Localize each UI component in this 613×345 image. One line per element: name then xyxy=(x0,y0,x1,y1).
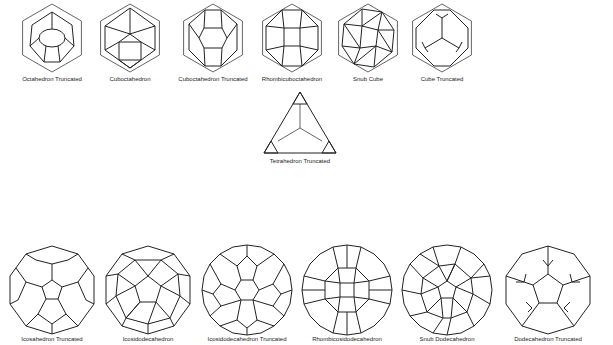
solid-name: Tetrahedron Truncated xyxy=(270,158,330,165)
solid-name: Icosahedron Truncated xyxy=(21,336,82,343)
solid-name: Snub Cube xyxy=(353,76,383,83)
solid-name: Snub Dodecahedron xyxy=(419,336,474,343)
rhombicuboctahedron-figure xyxy=(263,4,322,72)
solid-name: Cuboctahedron Truncated xyxy=(178,76,247,83)
cuboctahedron-figure xyxy=(101,4,160,72)
solid-name: Icosidodecahedron xyxy=(123,336,174,343)
truncated-cube-figure xyxy=(413,4,472,72)
icosidodecahedron-figure xyxy=(106,246,190,334)
rhombicosidodecahedron-figure xyxy=(302,245,392,335)
truncated-octahedron-figure xyxy=(23,4,82,72)
solid-name: Rhombicuboctahedron xyxy=(262,76,322,83)
truncated-dodecahedron-figure xyxy=(506,246,590,334)
solid-name: Rhombicosidodecahedron xyxy=(312,336,382,343)
truncated-icosahedron-figure xyxy=(10,246,94,334)
truncated-cuboctahedron-figure xyxy=(184,4,243,72)
solid-name: Cube Truncated xyxy=(421,76,464,83)
solid-name: Icosidodecahedron Truncated xyxy=(207,336,286,343)
solid-name: Cuboctahedron xyxy=(109,76,150,83)
truncated-icosidodecahedron-figure xyxy=(202,245,292,335)
snub-cube-figure xyxy=(339,4,398,72)
solid-name: Octahedron Truncated xyxy=(22,76,82,83)
truncated-tetrahedron-figure xyxy=(264,92,336,153)
snub-dodecahedron-figure xyxy=(402,245,492,335)
solid-name: Dodecahedron Truncated xyxy=(514,336,582,343)
